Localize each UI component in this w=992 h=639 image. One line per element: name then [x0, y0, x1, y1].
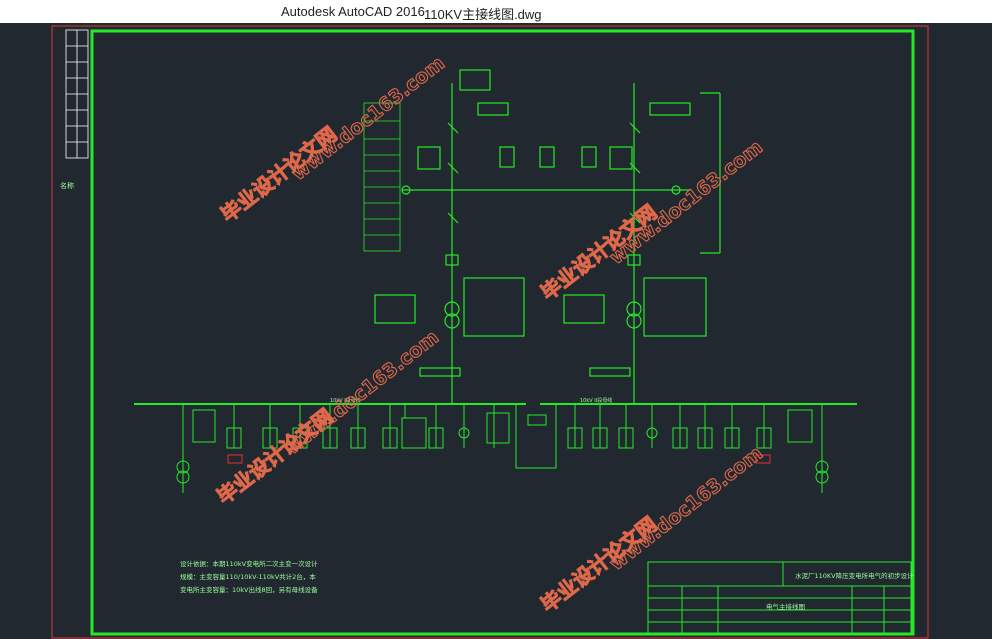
bus-tie: [515, 404, 557, 469]
red-marker-right: [755, 454, 771, 464]
drawing-viewport[interactable]: 名称 10kV I段母线 1: [0, 23, 992, 639]
file-name: 110KV主接线图.dwg: [424, 7, 542, 22]
note-line-1: 设计依据：本期110kV变电所二次主变一次设计: [180, 559, 318, 568]
watermark-site: 毕业设计论文网: [212, 404, 337, 509]
watermark-url: www.doc163.com: [288, 52, 449, 185]
sheet-border: [51, 25, 929, 639]
drawing-name: 电气主接线图: [766, 602, 805, 611]
title-block: [647, 561, 912, 635]
design-notes: 设计依据：本期110kV变电所二次主变一次设计 规模：主变容量110/10kV-…: [180, 559, 318, 594]
lv-feeders-left: [176, 404, 517, 493]
project-title: 水泥厂110KV降压变电所电气的初步设计: [795, 571, 914, 580]
watermark-url: www.doc163.com: [606, 136, 767, 269]
red-marker-left: [227, 454, 243, 464]
hv-spec-table: [363, 102, 401, 252]
note-line-3: 变电所主变容量：10kV出线8回，另有母线设备: [180, 585, 318, 594]
bus-label-left: 10kV I段母线: [330, 397, 361, 404]
hv-section: [374, 69, 721, 377]
lv-feeders-right: [567, 404, 829, 493]
app-title: Autodesk AutoCAD 2016: [281, 4, 425, 19]
watermark-site: 毕业设计论文网: [536, 512, 661, 617]
watermarks: www.doc163.com 毕业设计论文网 www.doc163.com 毕业…: [212, 52, 768, 618]
watermark-site: 毕业设计论文网: [536, 200, 661, 305]
drawing-frame: [90, 29, 915, 636]
bus-label-right: 10kV II段母线: [580, 397, 612, 404]
window-titlebar: Autodesk AutoCAD 2016 110KV主接线图.dwg: [0, 0, 992, 23]
revision-strip: [65, 29, 89, 159]
sheet-label: 名称: [60, 181, 74, 190]
note-line-2: 规模：主变容量110/10kV-110kV共计2台，本: [180, 572, 316, 581]
watermark-site: 毕业设计论文网: [216, 122, 341, 227]
drawing-canvas[interactable]: 名称 10kV I段母线 1: [0, 23, 992, 639]
